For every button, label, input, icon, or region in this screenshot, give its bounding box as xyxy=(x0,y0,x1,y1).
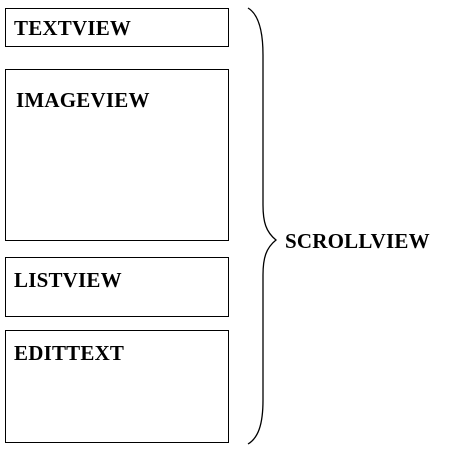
imageview-box: IMAGEVIEW xyxy=(5,69,229,241)
listview-label: LISTVIEW xyxy=(14,268,122,292)
textview-label: TEXTVIEW xyxy=(14,16,132,40)
edittext-label: EDITTEXT xyxy=(14,341,125,365)
listview-box: LISTVIEW xyxy=(5,257,229,317)
imageview-label: IMAGEVIEW xyxy=(16,88,150,112)
edittext-box: EDITTEXT xyxy=(5,330,229,443)
textview-box: TEXTVIEW xyxy=(5,8,229,47)
scrollview-label: SCROLLVIEW xyxy=(285,229,430,253)
